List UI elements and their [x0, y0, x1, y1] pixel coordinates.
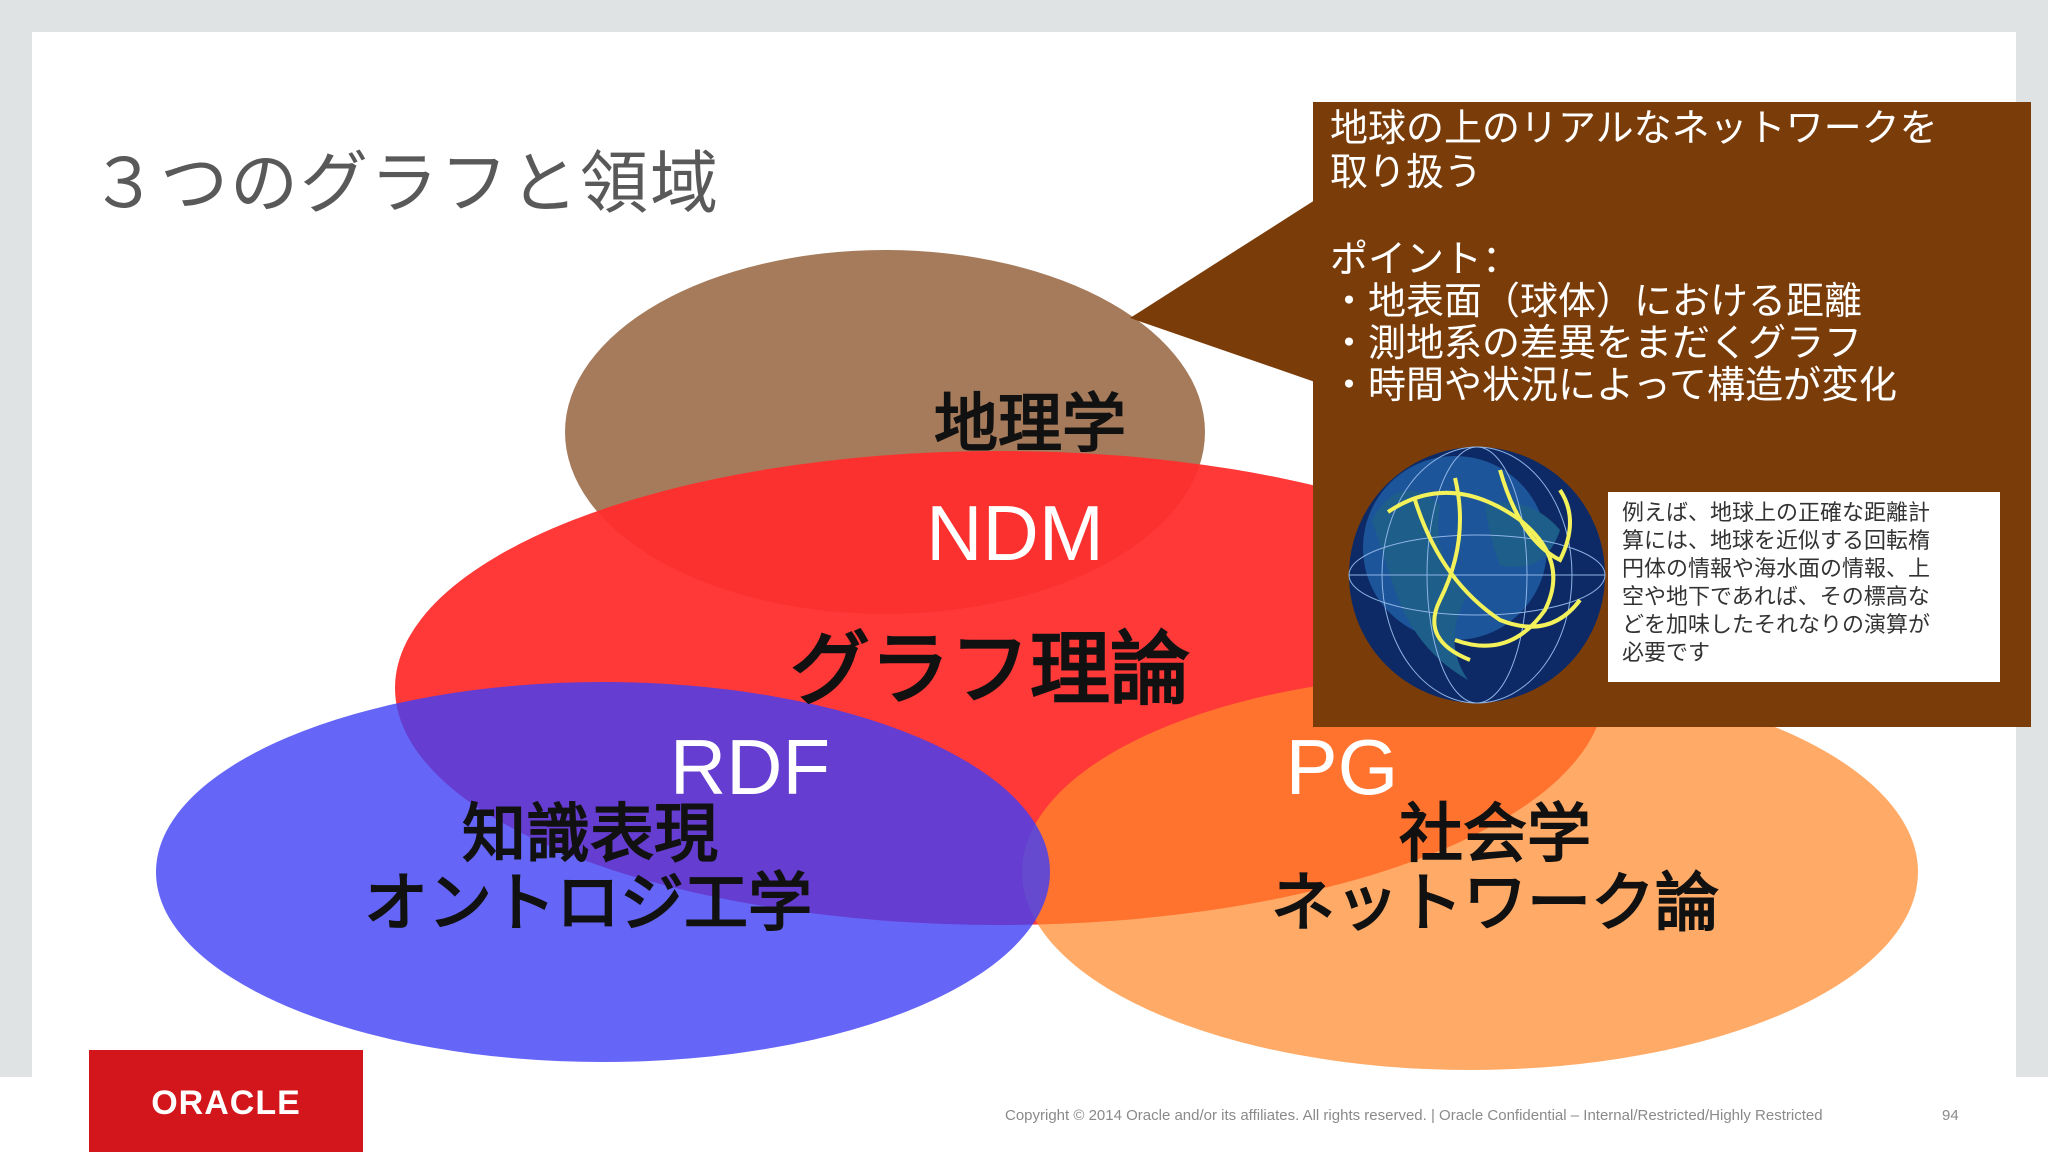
label-network-theory: ネットワーク論 [1271, 867, 1719, 941]
ellipse-knowledge [156, 682, 1050, 1062]
note-line: どを加味したそれなりの演算が [1622, 613, 1931, 638]
point-item: ・測地系の差異をまだくグラフ [1330, 321, 1863, 365]
points-label: ポイント： [1330, 237, 1521, 281]
label-knowledge: 知識表現 [462, 798, 718, 872]
callout-heading-line1: 地球の上のリアルなネットワークを [1330, 106, 1938, 150]
note-line: 算には、地球を近似する回転楕 [1622, 529, 1931, 554]
ellipse-social [1022, 674, 1918, 1070]
note-line: 必要です [1622, 641, 1711, 666]
point-item: ・地表面（球体）における距離 [1330, 279, 1863, 323]
callout-note: 例えば、地球上の正確な距離計 算には、地球を近似する回転楕 円体の情報や海水面の… [1608, 492, 2000, 682]
label-sociology: 社会学 [1399, 798, 1591, 872]
oracle-logo: ORACLE [89, 1050, 363, 1152]
slide-title: ３つのグラフと領域 [90, 145, 721, 224]
globe-icon [1348, 446, 1606, 704]
point-item: ・時間や状況によって構造が変化 [1330, 363, 1897, 407]
callout-points: ポイント： ・地表面（球体）における距離 ・測地系の差異をまだくグラフ ・時間や… [1330, 238, 1897, 406]
model-pg: PG [1285, 723, 1399, 811]
label-geography: 地理学 [934, 388, 1126, 462]
note-line: 円体の情報や海水面の情報、上 [1622, 557, 1931, 582]
note-line: 例えば、地球上の正確な距離計 [1622, 501, 1931, 526]
callout-pointer [1130, 200, 1315, 382]
model-rdf: RDF [669, 723, 831, 811]
model-ndm: NDM [926, 489, 1104, 577]
copyright-text: Copyright © 2014 Oracle and/or its affil… [1005, 1107, 1823, 1124]
callout-heading-line2: 取り扱う [1330, 150, 1483, 194]
note-line: 空や地下であれば、その標高な [1622, 585, 1930, 610]
page-number: 94 [1942, 1107, 1959, 1124]
label-ontology: オントロジ工学 [364, 867, 812, 941]
label-graph-theory: グラフ理論 [790, 623, 1190, 716]
logo-text: ORACLE [151, 1084, 301, 1122]
